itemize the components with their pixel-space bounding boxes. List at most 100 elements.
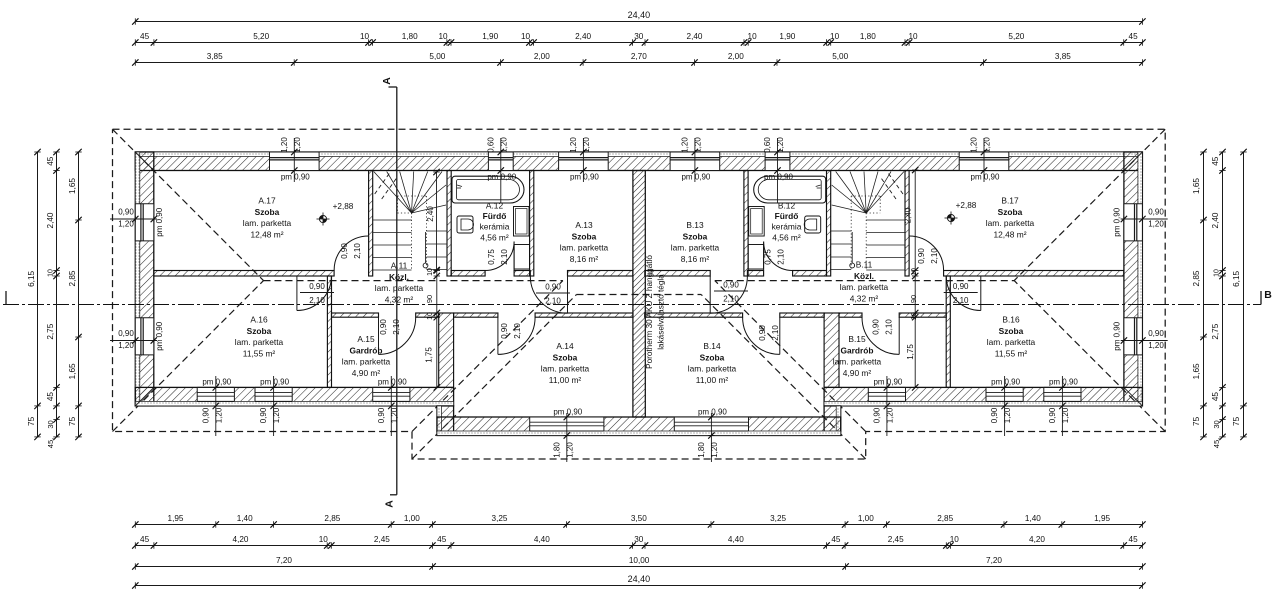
svg-text:1,20: 1,20 <box>970 137 979 153</box>
svg-text:3,25: 3,25 <box>492 514 508 523</box>
svg-text:10: 10 <box>911 312 918 320</box>
svg-text:2,40: 2,40 <box>46 212 55 228</box>
svg-text:1,95: 1,95 <box>168 514 184 523</box>
svg-text:10: 10 <box>748 32 758 41</box>
svg-text:+2,88: +2,88 <box>333 202 354 211</box>
svg-text:1,20: 1,20 <box>565 442 574 458</box>
svg-text:0,75: 0,75 <box>764 249 773 265</box>
svg-text:10: 10 <box>360 32 370 41</box>
svg-text:0,90: 0,90 <box>1048 407 1057 423</box>
svg-text:A.11: A.11 <box>391 261 408 271</box>
svg-text:45: 45 <box>140 535 150 544</box>
svg-text:1,75: 1,75 <box>906 344 915 360</box>
svg-text:Közl.: Közl. <box>854 271 874 281</box>
svg-text:1,20: 1,20 <box>710 442 719 458</box>
svg-text:lam. parketta: lam. parketta <box>688 364 737 374</box>
svg-text:0,90: 0,90 <box>917 248 926 264</box>
svg-text:2,10: 2,10 <box>777 249 786 265</box>
svg-text:1,20: 1,20 <box>693 137 702 153</box>
svg-text:11,55 m²: 11,55 m² <box>243 348 276 358</box>
svg-text:pm 0,90: pm 0,90 <box>698 408 727 417</box>
svg-text:Szoba: Szoba <box>255 207 280 217</box>
svg-text:1,20: 1,20 <box>280 137 289 153</box>
svg-text:A: A <box>384 500 396 508</box>
svg-text:A.16: A.16 <box>250 315 268 325</box>
svg-text:pm 0,90: pm 0,90 <box>764 173 793 182</box>
svg-text:45: 45 <box>1129 32 1139 41</box>
svg-text:1,20: 1,20 <box>1148 220 1164 229</box>
svg-text:B.14: B.14 <box>703 341 721 351</box>
svg-text:1,00: 1,00 <box>858 514 874 523</box>
svg-text:1,20: 1,20 <box>1003 407 1012 423</box>
svg-text:45: 45 <box>1211 156 1220 166</box>
svg-text:4,90 m²: 4,90 m² <box>843 368 872 378</box>
svg-text:A.17: A.17 <box>258 196 276 206</box>
svg-text:24,40: 24,40 <box>628 10 651 20</box>
svg-text:kerámia: kerámia <box>480 222 510 232</box>
svg-text:Szoba: Szoba <box>247 326 272 336</box>
svg-text:1,20: 1,20 <box>499 137 508 153</box>
svg-text:2,70: 2,70 <box>631 52 647 61</box>
svg-text:0,60: 0,60 <box>763 137 772 153</box>
svg-text:pm 0,90: pm 0,90 <box>155 207 164 236</box>
svg-text:1,20: 1,20 <box>1148 341 1164 350</box>
svg-text:pm 0,90: pm 0,90 <box>681 173 710 182</box>
svg-text:Fürdő: Fürdő <box>483 211 507 221</box>
svg-text:10: 10 <box>427 312 434 320</box>
svg-text:1,20: 1,20 <box>582 137 591 153</box>
svg-text:10: 10 <box>438 32 448 41</box>
svg-text:2,10: 2,10 <box>309 296 325 305</box>
svg-text:0,90: 0,90 <box>1148 208 1164 217</box>
svg-text:2,10: 2,10 <box>885 319 894 335</box>
svg-text:1,80: 1,80 <box>860 32 876 41</box>
svg-text:Fürdő: Fürdő <box>775 211 799 221</box>
svg-text:2,10: 2,10 <box>930 248 939 264</box>
svg-text:10: 10 <box>1214 269 1221 277</box>
svg-text:B.15: B.15 <box>848 334 866 344</box>
svg-text:0,90: 0,90 <box>990 407 999 423</box>
svg-text:1,65: 1,65 <box>68 178 77 194</box>
svg-text:24,40: 24,40 <box>628 574 651 584</box>
svg-text:1,20: 1,20 <box>885 407 894 423</box>
svg-text:lakáselválasztó tégla: lakáselválasztó tégla <box>657 274 666 350</box>
svg-text:8,16 m²: 8,16 m² <box>570 254 599 264</box>
svg-text:1,65: 1,65 <box>1192 363 1201 379</box>
svg-text:2,10: 2,10 <box>771 325 780 341</box>
svg-text:8,16 m²: 8,16 m² <box>681 254 710 264</box>
svg-text:lam. parketta: lam. parketta <box>840 282 889 292</box>
svg-text:pm 0,90: pm 0,90 <box>487 173 516 182</box>
svg-text:2,85: 2,85 <box>937 514 953 523</box>
svg-text:0,90: 0,90 <box>500 323 509 339</box>
svg-text:10: 10 <box>427 268 434 276</box>
svg-text:1,90: 1,90 <box>482 32 498 41</box>
svg-text:0,90: 0,90 <box>309 282 325 291</box>
svg-text:B.17: B.17 <box>1001 196 1019 206</box>
svg-text:0,90: 0,90 <box>872 407 881 423</box>
svg-text:0,75: 0,75 <box>487 249 496 265</box>
svg-text:1,20: 1,20 <box>214 407 223 423</box>
svg-text:pm 0,90: pm 0,90 <box>1113 207 1122 236</box>
svg-text:45: 45 <box>140 32 150 41</box>
svg-text:6,15: 6,15 <box>27 270 36 286</box>
svg-text:2,40: 2,40 <box>687 32 703 41</box>
svg-text:0,90: 0,90 <box>201 407 210 423</box>
svg-text:1,20: 1,20 <box>293 137 302 153</box>
svg-text:90: 90 <box>425 295 434 303</box>
svg-text:2,75: 2,75 <box>46 323 55 339</box>
svg-text:2,85: 2,85 <box>324 514 340 523</box>
svg-text:A.14: A.14 <box>556 341 574 351</box>
svg-text:2,10: 2,10 <box>953 296 969 305</box>
svg-text:1,20: 1,20 <box>272 407 281 423</box>
svg-text:2,10: 2,10 <box>500 249 509 265</box>
svg-text:pm 0,90: pm 0,90 <box>1113 321 1122 350</box>
svg-text:lam. parketta: lam. parketta <box>560 243 609 253</box>
svg-text:pm 0,90: pm 0,90 <box>570 173 599 182</box>
svg-text:10: 10 <box>48 269 55 277</box>
svg-text:lam. parketta: lam. parketta <box>541 364 590 374</box>
svg-text:Gardrób: Gardrób <box>349 345 382 355</box>
svg-text:75: 75 <box>68 416 77 426</box>
svg-text:1,00: 1,00 <box>404 514 420 523</box>
svg-text:2,40: 2,40 <box>426 206 435 222</box>
svg-text:6,15: 6,15 <box>1232 270 1241 286</box>
svg-text:10,00: 10,00 <box>629 556 650 565</box>
